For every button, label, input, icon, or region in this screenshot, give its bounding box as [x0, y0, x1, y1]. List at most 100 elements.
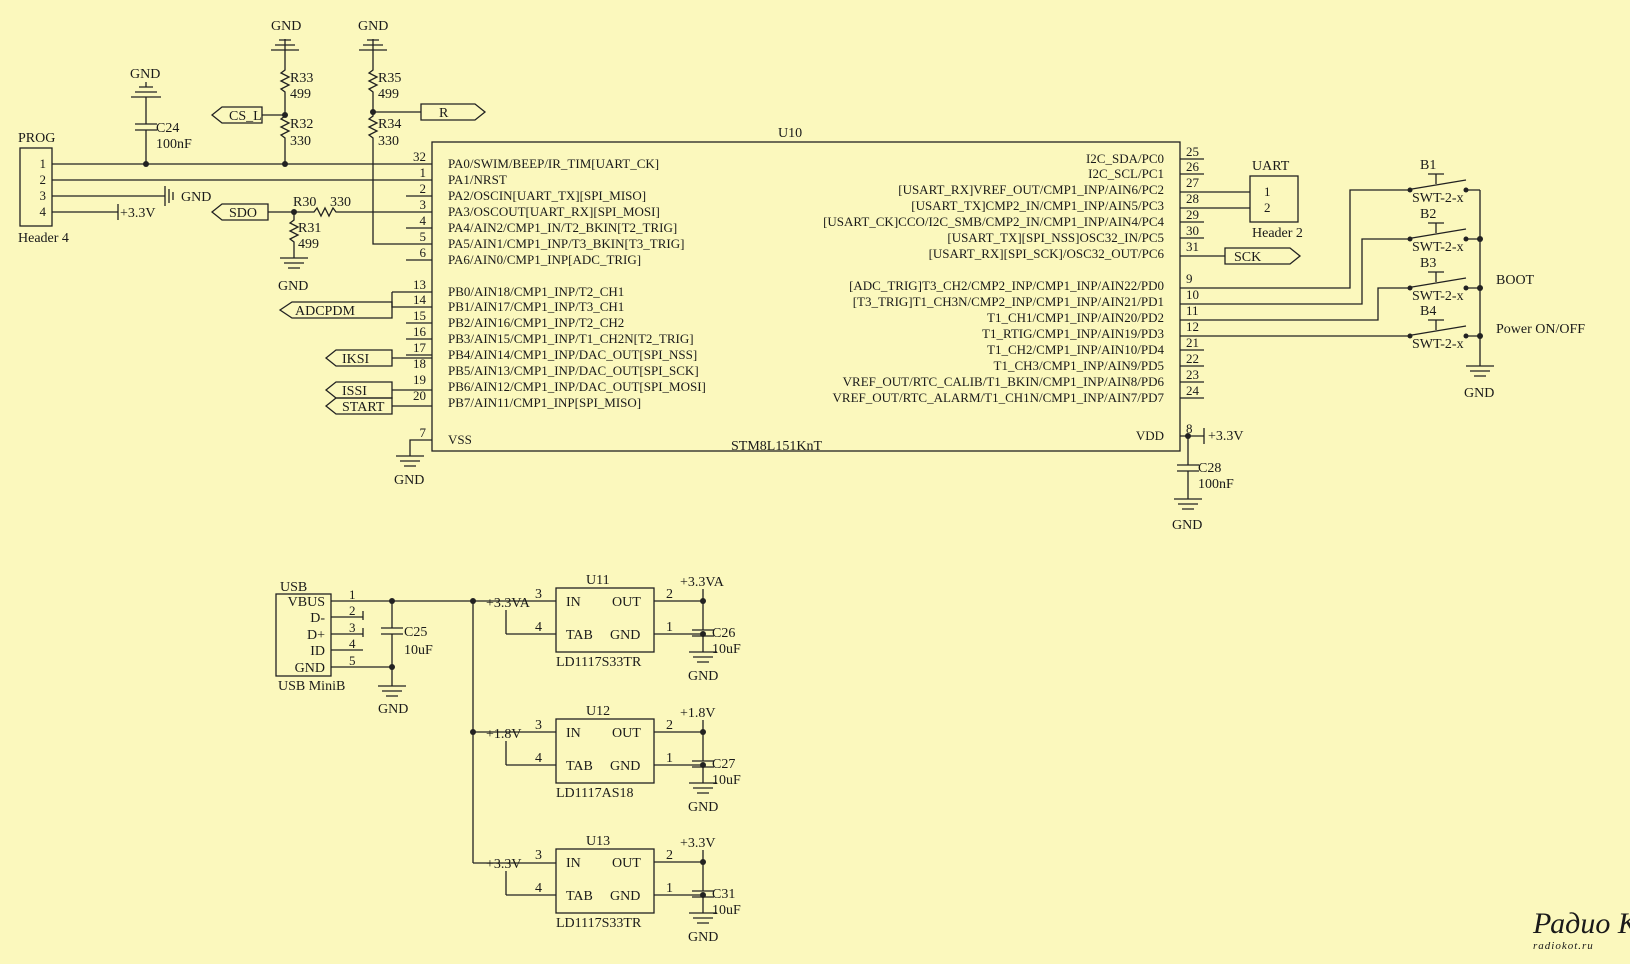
b4-part: SWT-2-x: [1412, 337, 1464, 352]
u10-pin-number: 4: [420, 213, 427, 228]
reg-gnd-label: GND: [688, 669, 718, 684]
reg-out-rail: +3.3VA: [680, 575, 725, 590]
r32-ref: R32: [290, 117, 313, 132]
r31-gnd-label: GND: [278, 279, 308, 294]
u10-pin-number: 1: [420, 165, 427, 180]
button-b1: [1407, 173, 1480, 193]
junction-dot: [282, 161, 288, 167]
r35-gnd-label: GND: [358, 19, 388, 34]
u10-pin-name: PA4/AIN2/CMP1_IN/T2_BKIN[T2_TRIG]: [448, 220, 677, 235]
button-b4: [1407, 319, 1480, 339]
u10-pin-name: PA2/OSCIN[UART_TX][SPI_MISO]: [448, 188, 646, 203]
prog-gnd-label: GND: [181, 190, 211, 205]
reg-ref: U11: [586, 573, 610, 588]
uart-wires: [1180, 191, 1250, 209]
c24-value: 100nF: [156, 137, 192, 152]
reg-ref: U13: [586, 834, 610, 849]
usb-pin-number: 3: [349, 620, 356, 635]
c25-gnd-label: GND: [378, 702, 408, 717]
u10-pin-number: 23: [1186, 367, 1199, 382]
reg-pin-number: 2: [666, 718, 673, 733]
u10-pin-number: 5: [420, 229, 427, 244]
r34-ref: R34: [378, 117, 401, 132]
usb-body: [275, 593, 332, 677]
reg-tab-rail: +3.3VA: [486, 596, 531, 611]
watermark-logo: Радио КОТ: [1532, 907, 1630, 940]
u10-pin-number: 11: [1186, 303, 1199, 318]
boot-label: BOOT: [1496, 273, 1535, 288]
u10-pin-name: [ADC_TRIG]T3_CH2/CMP2_INP/CMP1_INP/AIN22…: [849, 278, 1164, 293]
reg-pin-out: OUT: [612, 726, 641, 741]
u10-pin-number: 28: [1186, 191, 1199, 206]
b2-part: SWT-2-x: [1412, 240, 1464, 255]
r30-value: 330: [330, 195, 351, 210]
c24-ref: C24: [156, 121, 179, 136]
reg-pin-number: 1: [666, 620, 673, 635]
junction-dot: [143, 161, 149, 167]
uart-header-body: [1249, 175, 1299, 223]
usb-pin-name: VBUS: [288, 595, 325, 610]
reg-pin-number: 3: [535, 718, 542, 733]
u10-pin-number: 21: [1186, 335, 1199, 350]
c28-gnd-label: GND: [1172, 518, 1202, 533]
r35-value: 499: [378, 87, 399, 102]
u10-pin-name: [USART_CK]CCO/I2C_SMB/CMP2_IN/CMP1_INP/A…: [823, 214, 1164, 229]
sck-port: [1224, 247, 1302, 265]
reg-pin-gnd: GND: [610, 628, 640, 643]
reg-pin-tab: TAB: [566, 759, 593, 774]
r33-gnd-symbol: [271, 39, 299, 51]
prog-pin: 3: [40, 188, 47, 203]
u10-pin-name: T1_CH3/CMP1_INP/AIN9/PD5: [994, 358, 1164, 373]
prog-pin: 2: [40, 172, 47, 187]
u10-pin-number: 18: [413, 356, 426, 371]
u10-pin-name: VREF_OUT/RTC_CALIB/T1_BKIN/CMP1_INP/AIN8…: [843, 374, 1165, 389]
u10-pin-name: PB3/AIN15/CMP1_INP/T1_CH2N[T2_TRIG]: [448, 331, 694, 346]
u10-pin-name: T1_CH2/CMP1_INP/AIN10/PD4: [987, 342, 1164, 357]
reg-gnd-label: GND: [688, 930, 718, 945]
vdd-wire: [1180, 428, 1205, 444]
button-b3: [1407, 271, 1480, 291]
adcpdm-port: [278, 301, 393, 319]
uart-part: Header 2: [1252, 226, 1303, 241]
c28-ref: C28: [1198, 461, 1221, 476]
u10-pin-number: 26: [1186, 159, 1200, 174]
sdo-label: SDO: [229, 206, 257, 221]
reg-out-rail: +1.8V: [680, 706, 716, 721]
reg-pin-number: 3: [535, 848, 542, 863]
vss-gnd-symbol: [396, 439, 432, 467]
adcpdm-wire: [391, 292, 432, 308]
u10-pin-number: 30: [1186, 223, 1199, 238]
r34-value: 330: [378, 134, 399, 149]
iksi-label: IKSI: [342, 352, 370, 367]
u10-pin-number: 15: [413, 308, 426, 323]
u10-pin-name: [USART_TX]CMP2_IN/CMP1_INP/AIN5/PC3: [911, 198, 1164, 213]
u10-pin-name: PA6/AIN0/CMP1_INP[ADC_TRIG]: [448, 252, 641, 267]
reg-part: LD1117S33TR: [556, 916, 642, 931]
b4-ref: B4: [1420, 304, 1436, 319]
usb-pin-name: D-: [310, 611, 325, 626]
b3-part: SWT-2-x: [1412, 289, 1464, 304]
r35-gnd-symbol: [359, 39, 387, 51]
r31-gnd-symbol: [280, 257, 308, 269]
b3-ref: B3: [1420, 256, 1436, 271]
r35-r34-chain: [367, 50, 432, 245]
u10-pin-name: PA0/SWIM/BEEP/IR_TIM[UART_CK]: [448, 156, 659, 171]
reg-tab-rail: +3.3V: [486, 857, 522, 872]
u10-pin-name: PA3/OSCOUT[UART_RX][SPI_MOSI]: [448, 204, 660, 219]
r31-symbol: [288, 212, 300, 258]
b2-ref: B2: [1420, 207, 1436, 222]
u10-pin-name: PA5/AIN1/CMP1_INP/T3_BKIN[T3_TRIG]: [448, 236, 684, 251]
r33-r32-chain: [279, 50, 291, 164]
usb-pin-name: D+: [307, 628, 325, 643]
reg-pin-gnd: GND: [610, 759, 640, 774]
c24-gnd-symbol: [131, 82, 161, 98]
reg-pin-in: IN: [566, 726, 581, 741]
u10-pin-name: PB0/AIN18/CMP1_INP/T2_CH1: [448, 284, 624, 299]
watermark-url: radiokot.ru: [1533, 940, 1594, 952]
u10-pin-number: 22: [1186, 351, 1199, 366]
u10-pin-number: 6: [420, 245, 427, 260]
u10-pin-number: 25: [1186, 144, 1199, 159]
reg-pin-number: 4: [535, 751, 542, 766]
r33-value: 499: [290, 87, 311, 102]
u10-pin-name: PB2/AIN16/CMP1_INP/T2_CH2: [448, 315, 624, 330]
